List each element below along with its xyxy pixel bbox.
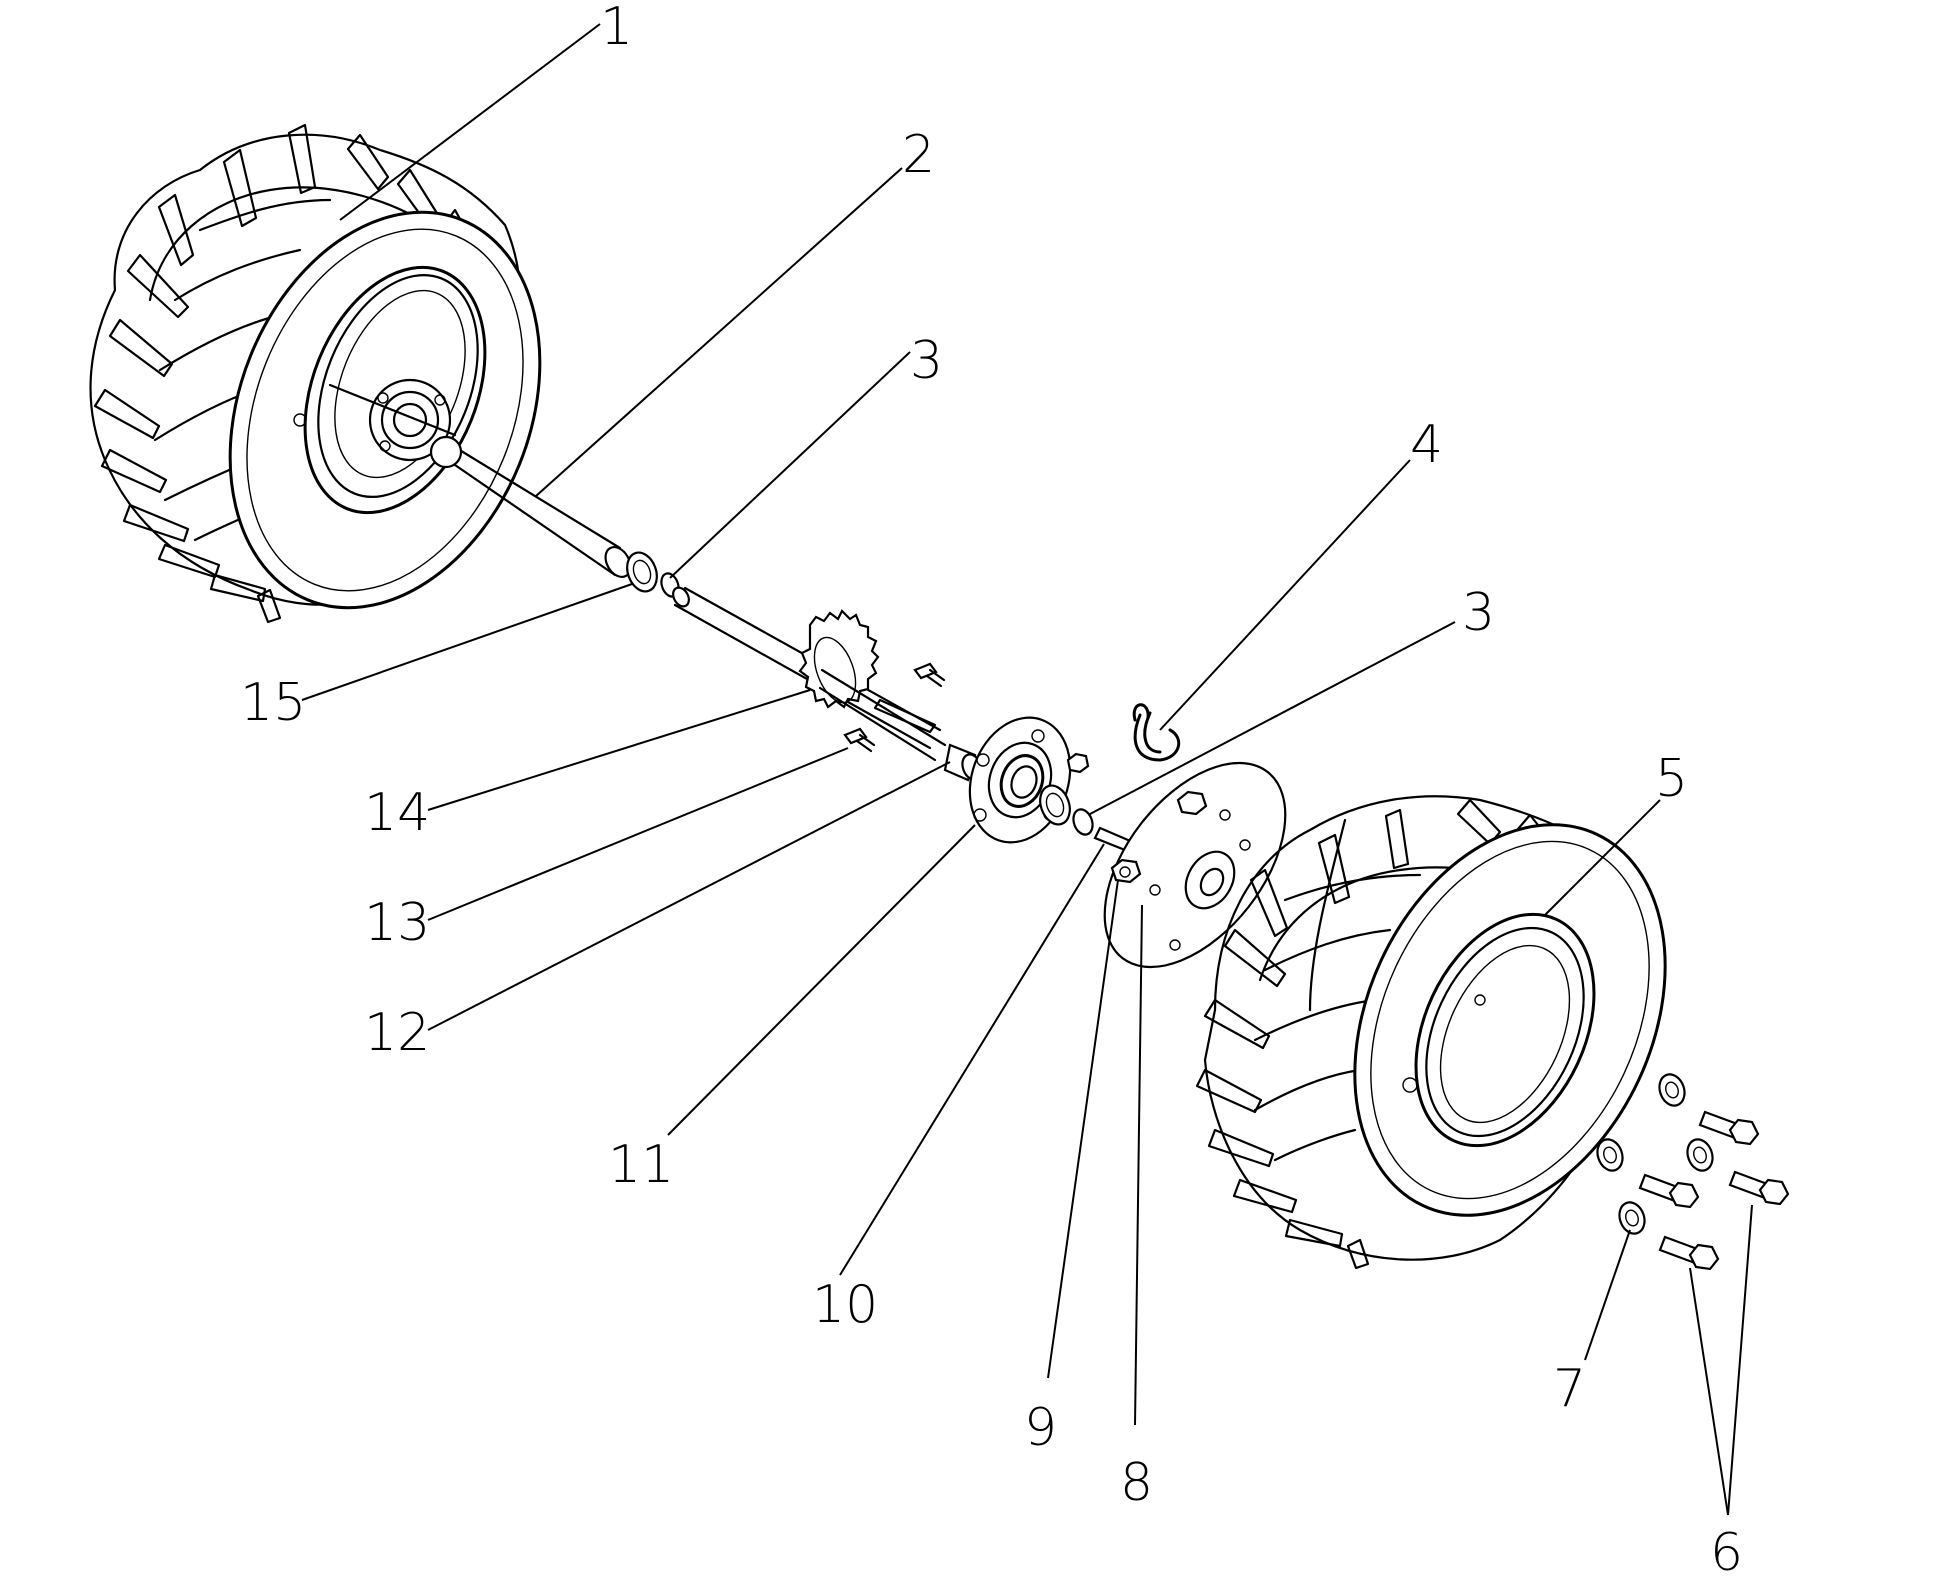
- circlip-3-lower: [1072, 808, 1094, 836]
- callout-13: 13: [364, 893, 430, 953]
- callout-9: 9: [1024, 1398, 1057, 1458]
- washer-7-c: [1686, 1138, 1714, 1172]
- leader-5: [1544, 799, 1661, 916]
- bearing-flange-11: [968, 716, 1072, 844]
- washer-7-a: [1658, 1073, 1686, 1107]
- bolt-13-lower: [843, 727, 876, 753]
- callout-11: 11: [608, 1135, 674, 1195]
- leader-9: [1047, 879, 1119, 1379]
- hub-plate-8: [1103, 761, 1287, 969]
- nut-small: [1066, 752, 1090, 774]
- leader-1: [339, 23, 601, 221]
- callout-3b: 3: [1462, 583, 1495, 643]
- leader-8: [1134, 904, 1143, 1426]
- leader-lines: [301, 23, 1753, 1516]
- leader-10: [839, 843, 1105, 1276]
- callout-labels: 1 2 3 4 3 5 15 14 13 12 11 10 9 8 7 6: [240, 0, 1743, 1582]
- axle-shaft: [328, 383, 632, 579]
- bolt-13-upper: [913, 662, 946, 688]
- leader-12: [427, 761, 951, 1031]
- callout-3a: 3: [910, 331, 943, 391]
- bolt-6-c: [1728, 1170, 1790, 1206]
- callout-1: 1: [600, 0, 633, 57]
- callout-5: 5: [1655, 749, 1688, 809]
- leader-6b: [1689, 1267, 1729, 1516]
- callout-8: 8: [1120, 1453, 1153, 1513]
- callout-7: 7: [1553, 1359, 1586, 1419]
- nut-hub-top: [1176, 790, 1208, 816]
- washer-flange: [1039, 784, 1071, 826]
- left-wheel: [89, 123, 542, 624]
- callout-6: 6: [1710, 1523, 1743, 1582]
- leader-3a: [669, 351, 911, 579]
- leader-15: [301, 583, 633, 701]
- leader-13: [427, 747, 849, 921]
- right-rim: [1353, 823, 1667, 1217]
- leader-7: [1584, 1229, 1631, 1361]
- washer-7-d: [1618, 1201, 1646, 1235]
- callout-10: 10: [812, 1275, 878, 1335]
- bolt-6-d: [1658, 1235, 1720, 1271]
- callout-12: 12: [364, 1003, 430, 1063]
- right-wheel: [1195, 795, 1667, 1270]
- leader-2: [535, 167, 903, 497]
- callout-4: 4: [1410, 415, 1443, 475]
- sprocket-14: [798, 609, 947, 762]
- leader-4: [1159, 459, 1411, 731]
- hitch-pin-4: [1132, 703, 1181, 762]
- callout-15: 15: [240, 673, 306, 733]
- callout-14: 14: [364, 783, 430, 843]
- bolt-6-b: [1638, 1173, 1700, 1209]
- leader-11: [667, 824, 976, 1136]
- leader-6a: [1727, 1204, 1753, 1516]
- bolt-6-a: [1698, 1110, 1760, 1146]
- leader-3b: [1089, 621, 1456, 815]
- nut-9: [1110, 858, 1142, 884]
- left-rim: [228, 210, 542, 610]
- leader-14: [427, 689, 811, 811]
- washer-15: [626, 551, 658, 593]
- callout-2: 2: [902, 125, 935, 185]
- washer-7-b: [1596, 1138, 1624, 1172]
